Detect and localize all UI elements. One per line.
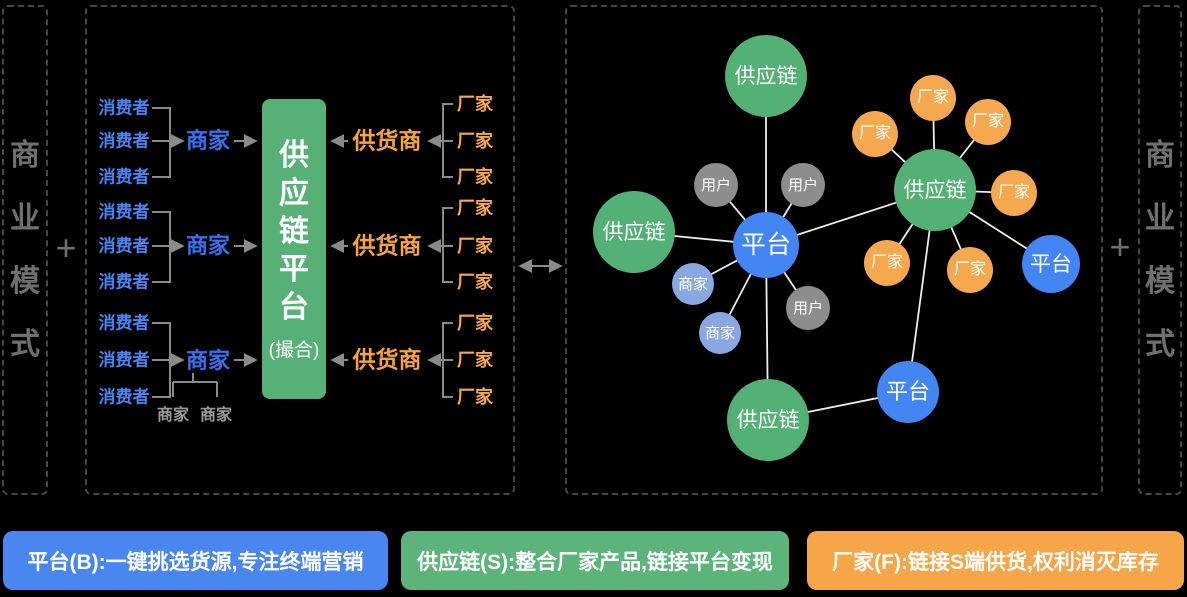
side-label-char: 商 (1145, 138, 1175, 172)
consumer-label: 消费者 (98, 202, 150, 222)
platform-box-title-char: 链 (279, 214, 309, 248)
left-side-label-box: 商 业 模 式 (2, 5, 48, 495)
side-label-char: 业 (1145, 201, 1175, 235)
node-factory: 厂家 (991, 170, 1037, 216)
node-factory: 厂家 (910, 75, 956, 121)
supplier-label: 供货商 (352, 232, 422, 259)
consumer-label: 消费者 (98, 167, 150, 187)
node-factory: 厂家 (852, 111, 898, 157)
supply-chain-platform-box: 供 应 链 平 台 (撮合) (262, 99, 326, 399)
banner-platform: 平台(B):一键挑选货源,专注终端营销 (3, 531, 388, 590)
node-platform: 平台 (1022, 235, 1080, 293)
factory-label: 厂家 (457, 387, 493, 407)
right-panel (565, 5, 1103, 495)
platform-box-title-char: 供 (279, 138, 309, 172)
consumer-label: 消费者 (98, 350, 150, 370)
banner-factory: 厂家(F):链接S端供货,权利消灭库存 (807, 531, 1184, 590)
consumer-label: 消费者 (98, 236, 150, 256)
node-user: 用户 (694, 163, 738, 207)
merchant-label: 商家 (185, 233, 231, 258)
plus-sign-right: + (1109, 226, 1131, 267)
node-factory: 厂家 (864, 240, 910, 286)
factory-label: 厂家 (457, 167, 493, 187)
factory-label: 厂家 (457, 313, 493, 333)
platform-box-title-char: 平 (279, 252, 309, 286)
side-label-char: 式 (1145, 327, 1175, 361)
node-merchant: 商家 (672, 263, 714, 305)
node-supply-chain: 供应链 (727, 379, 809, 461)
node-supply-chain: 供应链 (593, 191, 675, 273)
node-user: 用户 (786, 286, 830, 330)
sub-merchant-label: 商家 (199, 407, 233, 424)
sub-merchant-label: 商家 (156, 407, 190, 424)
consumer-label: 消费者 (98, 98, 150, 118)
plus-sign-left: + (55, 227, 77, 268)
side-label-char: 模 (1145, 264, 1175, 298)
consumer-label: 消费者 (98, 313, 150, 333)
consumer-label: 消费者 (98, 272, 150, 292)
supplier-label: 供货商 (352, 127, 422, 154)
side-label-char: 业 (10, 201, 40, 235)
platform-box-subtitle: (撮合) (268, 339, 320, 361)
banner-supply-chain: 供应链(S):整合厂家产品,链接平台变现 (401, 531, 789, 590)
node-platform: 平台 (733, 212, 799, 278)
factory-label: 厂家 (457, 350, 493, 370)
factory-label: 厂家 (457, 236, 493, 256)
node-user: 用户 (781, 163, 825, 207)
platform-box-title-char: 应 (279, 176, 309, 210)
node-supply-chain: 供应链 (725, 35, 807, 117)
factory-label: 厂家 (457, 131, 493, 151)
merchant-label: 商家 (185, 348, 231, 373)
node-platform: 平台 (877, 361, 939, 423)
left-panel (85, 5, 515, 495)
merchant-label: 商家 (185, 128, 231, 153)
side-label-char: 模 (10, 264, 40, 298)
consumer-label: 消费者 (98, 131, 150, 151)
factory-label: 厂家 (457, 94, 493, 114)
side-label-char: 式 (10, 327, 40, 361)
supplier-label: 供货商 (352, 346, 422, 373)
right-side-label-box: 商 业 模 式 (1138, 5, 1182, 495)
side-label-char: 商 (10, 138, 40, 172)
node-supply-chain: 供应链 (894, 149, 976, 231)
consumer-label: 消费者 (98, 387, 150, 407)
factory-label: 厂家 (457, 198, 493, 218)
node-factory: 厂家 (947, 247, 993, 293)
node-merchant: 商家 (699, 312, 741, 354)
node-factory: 厂家 (965, 99, 1011, 145)
factory-label: 厂家 (457, 272, 493, 292)
platform-box-title-char: 台 (279, 290, 309, 324)
